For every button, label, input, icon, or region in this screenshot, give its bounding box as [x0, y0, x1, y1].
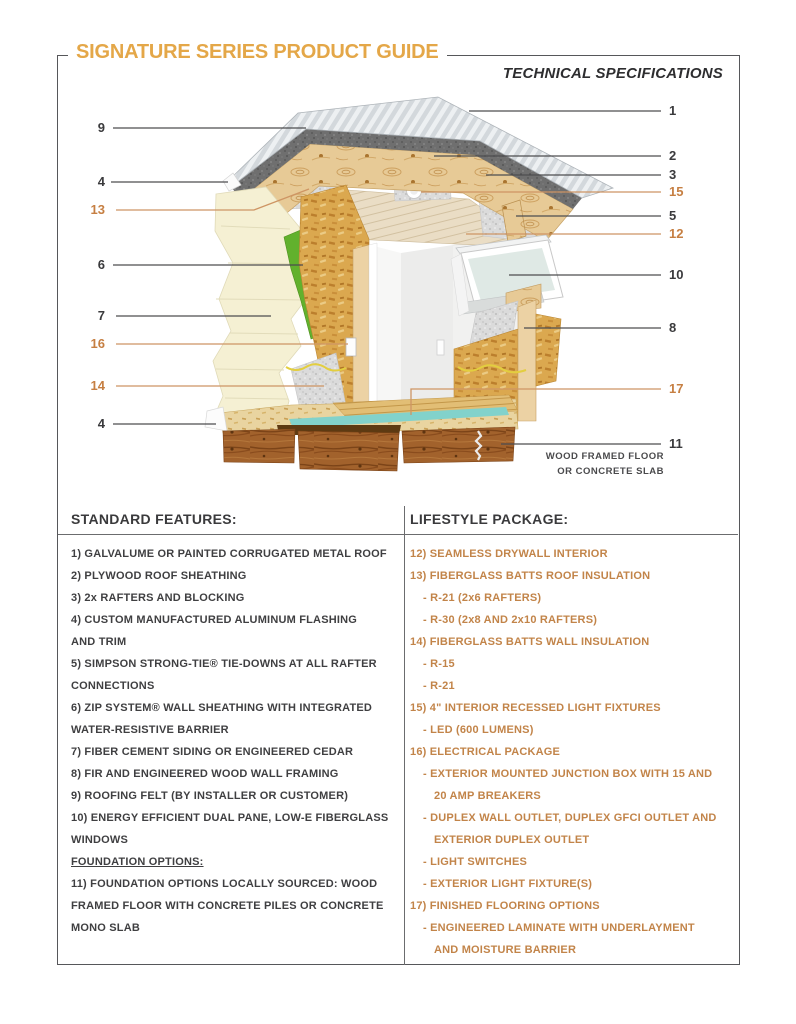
callout-number: 8 — [669, 320, 676, 335]
callout-number: 6 — [98, 257, 105, 272]
feature-line: WINDOWS — [71, 834, 129, 846]
callout-number: 9 — [98, 120, 105, 135]
wall-stud-left — [352, 244, 370, 420]
feature-line: 2) PLYWOOD ROOF SHEATHING — [71, 570, 247, 582]
joist-connector — [474, 430, 483, 461]
feature-line: WATER-RESISTIVE BARRIER — [71, 724, 229, 736]
feature-line: - DUPLEX WALL OUTLET, DUPLEX GFCI OUTLET… — [423, 812, 717, 824]
feature-line: - ENGINEERED LAMINATE WITH UNDERLAYMENT — [423, 922, 695, 934]
electrical-wire-left — [285, 363, 347, 372]
feature-line: AND MOISTURE BARRIER — [434, 944, 577, 956]
callout-lines-dark — [111, 110, 661, 445]
callout-number: 5 — [669, 208, 676, 223]
feature-line: - R-21 — [423, 680, 455, 692]
metal-roof — [225, 96, 615, 199]
feature-line: - LED (600 LUMENS) — [423, 724, 534, 736]
callout-lines-accent — [116, 188, 661, 415]
feature-line: 8) FIR AND ENGINEERED WOOD WALL FRAMING — [71, 768, 339, 780]
callout-number: 17 — [669, 381, 683, 396]
floor-caption-line1: WOOD FRAMED FLOOR — [546, 451, 664, 462]
page-title: SIGNATURE SERIES PRODUCT GUIDE — [68, 41, 447, 64]
callout-number: 3 — [669, 167, 676, 182]
wall-stud-right — [517, 299, 537, 422]
callout-number: 1 — [669, 103, 676, 118]
feature-line: 3) 2x RAFTERS AND BLOCKING — [71, 592, 245, 604]
feature-line: CONNECTIONS — [71, 680, 155, 692]
feature-line: 16) ELECTRICAL PACKAGE — [410, 746, 561, 758]
feature-line: EXTERIOR DUPLEX OUTLET — [434, 834, 590, 846]
outlet-box — [345, 337, 357, 357]
standard-features-list: 1) GALVALUME OR PAINTED CORRUGATED METAL… — [71, 543, 399, 939]
feature-line: - R-30 (2x8 AND 2x10 RAFTERS) — [423, 614, 598, 626]
feature-line: AND TRIM — [71, 636, 127, 648]
cutaway-diagram: 9 4 13 6 7 16 14 4 1 2 3 15 5 12 10 — [58, 86, 741, 496]
feature-line: FOUNDATION OPTIONS: — [71, 856, 204, 868]
left-wall — [210, 184, 378, 425]
floor-caption-line2: OR CONCRETE SLAB — [557, 466, 664, 477]
rafter-tail — [501, 199, 527, 243]
laminate-underlayment — [289, 407, 509, 428]
feature-line: 10) ENERGY EFFICIENT DUAL PANE, LOW-E FI… — [71, 812, 389, 824]
feature-line: 1) GALVALUME OR PAINTED CORRUGATED METAL… — [71, 548, 387, 560]
feature-line: 11) FOUNDATION OPTIONS LOCALLY SOURCED: … — [71, 878, 378, 890]
callout-number: 4 — [98, 174, 106, 189]
feature-line: MONO SLAB — [71, 922, 141, 934]
content-frame: SIGNATURE SERIES PRODUCT GUIDE TECHNICAL… — [57, 41, 741, 965]
floor-joist — [401, 426, 516, 464]
feature-line: - R-21 (2x6 RAFTERS) — [423, 592, 542, 604]
floor-assembly — [204, 394, 519, 472]
light-switch — [436, 339, 445, 356]
callout-number: 15 — [669, 184, 683, 199]
feature-line: 9) ROOFING FELT (BY INSTALLER OR CUSTOME… — [71, 790, 349, 802]
feature-line: 6) ZIP SYSTEM® WALL SHEATHING WITH INTEG… — [71, 702, 373, 714]
callout-number: 16 — [91, 336, 105, 351]
feature-line: 20 AMP BREAKERS — [434, 790, 541, 802]
callout-number: 12 — [669, 226, 683, 241]
osb-wedge-right — [535, 313, 562, 387]
flashing-top — [222, 172, 242, 192]
electrical-wire-right — [457, 364, 527, 374]
flashing-bottom — [204, 406, 228, 432]
callout-number: 4 — [98, 416, 106, 431]
feature-line: - LIGHT SWITCHES — [423, 856, 528, 868]
feature-line: - R-15 — [423, 658, 455, 670]
feature-line: 7) FIBER CEMENT SIDING OR ENGINEERED CED… — [71, 746, 354, 758]
feature-line: - EXTERIOR MOUNTED JUNCTION BOX WITH 15 … — [423, 768, 713, 780]
feature-line: 15) 4" INTERIOR RECESSED LIGHT FIXTURES — [410, 702, 661, 714]
standard-features-heading: STANDARD FEATURES: — [71, 511, 237, 527]
column-divider — [404, 506, 405, 965]
feature-line: FRAMED FLOOR WITH CONCRETE PILES OR CONC… — [71, 900, 384, 912]
feature-line: 4) CUSTOM MANUFACTURED ALUMINUM FLASHING — [71, 614, 358, 626]
drywall-edge — [368, 242, 378, 417]
header-rule — [58, 534, 738, 535]
lifestyle-package-heading: LIFESTYLE PACKAGE: — [410, 511, 569, 527]
feature-line: 13) FIBERGLASS BATTS ROOF INSULATION — [410, 570, 651, 582]
floor-joist — [222, 428, 296, 464]
callout-number: 14 — [91, 378, 106, 393]
feature-line: - EXTERIOR LIGHT FIXTURE(S) — [423, 878, 593, 890]
feature-line: 14) FIBERGLASS BATTS WALL INSULATION — [410, 636, 650, 648]
lifestyle-package-list: 12) SEAMLESS DRYWALL INTERIOR 13) FIBERGL… — [410, 543, 734, 961]
feature-line: 17) FINISHED FLOORING OPTIONS — [410, 900, 600, 912]
callout-number: 11 — [669, 436, 683, 451]
cutaway-illustration: 9 4 13 6 7 16 14 4 1 2 3 15 5 12 10 — [91, 96, 683, 477]
callout-number: 10 — [669, 267, 683, 282]
page-subtitle: TECHNICAL SPECIFICATIONS — [502, 65, 723, 82]
floor-joist — [297, 430, 400, 472]
callout-number: 2 — [669, 148, 676, 163]
feature-line: 5) SIMPSON STRONG-TIE® TIE-DOWNS AT ALL … — [71, 658, 377, 670]
callout-number: 13 — [91, 202, 105, 217]
feature-line: 12) SEAMLESS DRYWALL INTERIOR — [410, 548, 608, 560]
callout-number: 7 — [98, 308, 105, 323]
